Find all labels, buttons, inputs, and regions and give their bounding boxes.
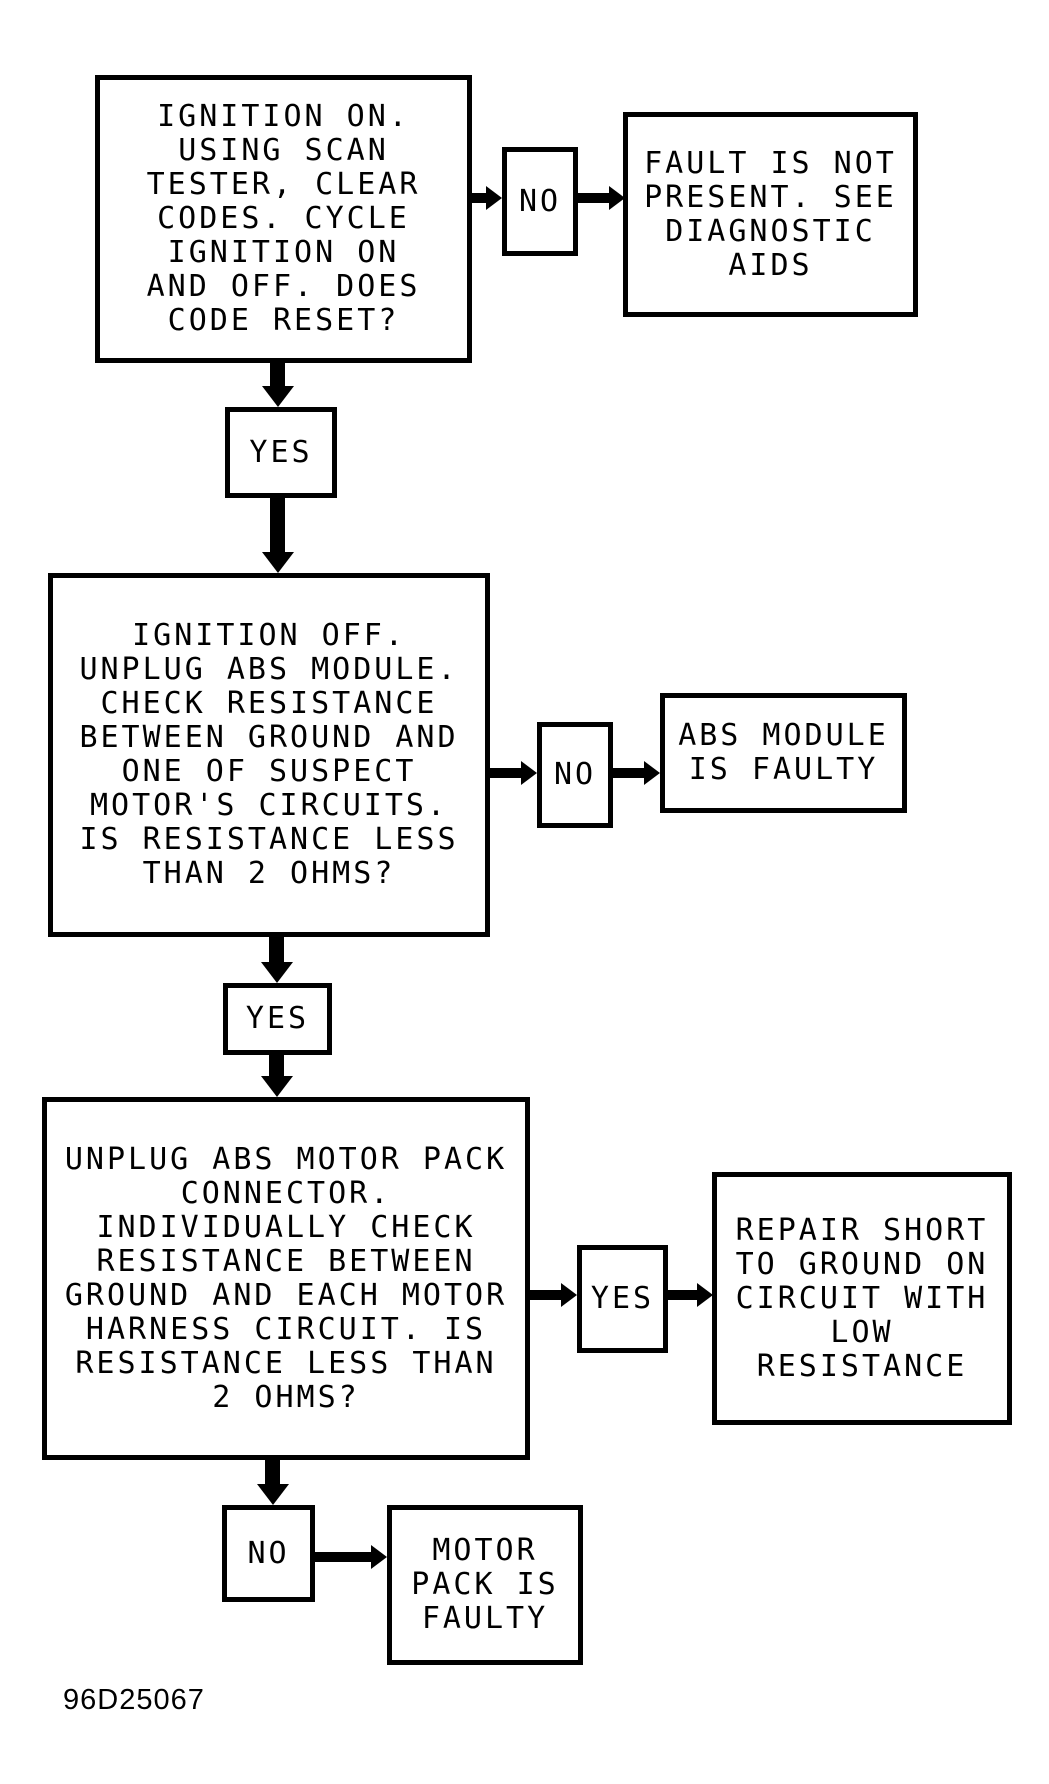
node-no3-label: NO [247, 1535, 290, 1571]
node-fault-text: AIDS [728, 247, 813, 283]
node-no3: NO [222, 1505, 315, 1602]
node-yes1-label: YES [249, 434, 313, 470]
node-no2-label: NO [553, 757, 597, 792]
node-step1-text: IGNITION ON. [157, 99, 410, 134]
node-step2-text: IS RESISTANCE LESS [79, 822, 459, 857]
arrow-no2-to-abs [613, 761, 660, 785]
node-step3-text: RESISTANCE BETWEEN [96, 1243, 476, 1279]
node-repair-short: REPAIR SHORT TO GROUND ON CIRCUIT WITH L… [712, 1172, 1012, 1425]
node-repair-text: RESISTANCE [756, 1348, 968, 1384]
node-step3-text: HARNESS CIRCUIT. IS [85, 1311, 487, 1347]
arrow-yes3-to-repair [668, 1283, 713, 1307]
node-step2-text: ONE OF SUSPECT [121, 754, 417, 789]
arrow-step1-to-yes1 [262, 363, 294, 407]
arrow-step3-to-yes3 [530, 1283, 577, 1307]
node-yes1: YES [225, 407, 337, 498]
node-motor-text: FAULTY [421, 1601, 549, 1636]
node-no1: NO [502, 147, 578, 256]
arrow-yes1-to-step2 [262, 498, 294, 573]
node-fault-not-present: FAULT IS NOT PRESENT. SEE DIAGNOSTIC AID… [623, 112, 918, 317]
arrow-step2-to-yes2 [261, 937, 293, 983]
node-step3-text: UNPLUG ABS MOTOR PACK [64, 1141, 508, 1177]
node-repair-text: REPAIR SHORT [735, 1212, 989, 1248]
node-step2-text: UNPLUG ABS MODULE. [79, 652, 459, 687]
node-repair-text: TO GROUND ON [735, 1246, 989, 1282]
node-step3-text: INDIVIDUALLY CHECK [96, 1209, 476, 1245]
node-step3-text: GROUND AND EACH MOTOR [64, 1277, 508, 1313]
node-step3-text: CONNECTOR. [180, 1175, 392, 1211]
node-yes2: YES [223, 983, 332, 1055]
node-step1-text: USING SCAN [178, 133, 389, 168]
arrow-step2-to-no2 [490, 761, 537, 785]
node-step1-text: TESTER, CLEAR [146, 167, 421, 202]
arrow-yes2-to-step3 [261, 1055, 293, 1097]
arrow-step3-to-no3 [257, 1460, 289, 1505]
node-step1-text: IGNITION ON [167, 235, 400, 270]
node-motor-pack-faulty: MOTOR PACK IS FAULTY [387, 1505, 583, 1665]
node-step3-text: 2 OHMS? [212, 1379, 360, 1415]
node-step2-text: BETWEEN GROUND AND [79, 720, 459, 755]
node-step1-text: CODE RESET? [167, 303, 400, 338]
node-yes2-label: YES [245, 1001, 310, 1036]
node-step1: IGNITION ON. USING SCAN TESTER, CLEAR CO… [95, 75, 472, 363]
arrow-no3-to-motor [315, 1545, 387, 1569]
node-step3-text: RESISTANCE LESS THAN [75, 1345, 497, 1381]
node-abs-module-faulty: ABS MODULE IS FAULTY [660, 693, 907, 813]
node-step2-text: THAN 2 OHMS? [142, 856, 396, 891]
node-fault-text: FAULT IS NOT [644, 145, 897, 181]
node-repair-text: CIRCUIT WITH [735, 1280, 989, 1316]
node-step2: IGNITION OFF. UNPLUG ABS MODULE. CHECK R… [48, 573, 490, 937]
node-motor-text: MOTOR [432, 1533, 538, 1568]
node-step1-text: AND OFF. DOES [146, 269, 421, 304]
figure-id-caption: 96D25067 [63, 1684, 205, 1716]
node-step1-text: CODES. CYCLE [157, 201, 410, 236]
node-fault-text: DIAGNOSTIC [665, 213, 876, 249]
node-fault-text: PRESENT. SEE [644, 179, 897, 215]
node-yes3-label: YES [590, 1281, 655, 1316]
arrow-step1-to-no1 [470, 186, 502, 210]
node-repair-text: LOW [830, 1314, 894, 1350]
node-no2: NO [537, 722, 613, 828]
node-yes3: YES [577, 1245, 668, 1353]
node-motor-text: PACK IS [411, 1567, 559, 1602]
node-step3: UNPLUG ABS MOTOR PACK CONNECTOR. INDIVID… [42, 1097, 530, 1460]
node-no1-label: NO [518, 183, 562, 219]
node-abs-text: ABS MODULE [678, 718, 889, 753]
arrow-no1-to-fault [578, 186, 625, 210]
node-step2-text: IGNITION OFF. [132, 618, 406, 653]
node-step2-text: CHECK RESISTANCE [100, 686, 438, 721]
node-step2-text: MOTOR'S CIRCUITS. [89, 788, 449, 823]
node-abs-text: IS FAULTY [688, 752, 879, 787]
